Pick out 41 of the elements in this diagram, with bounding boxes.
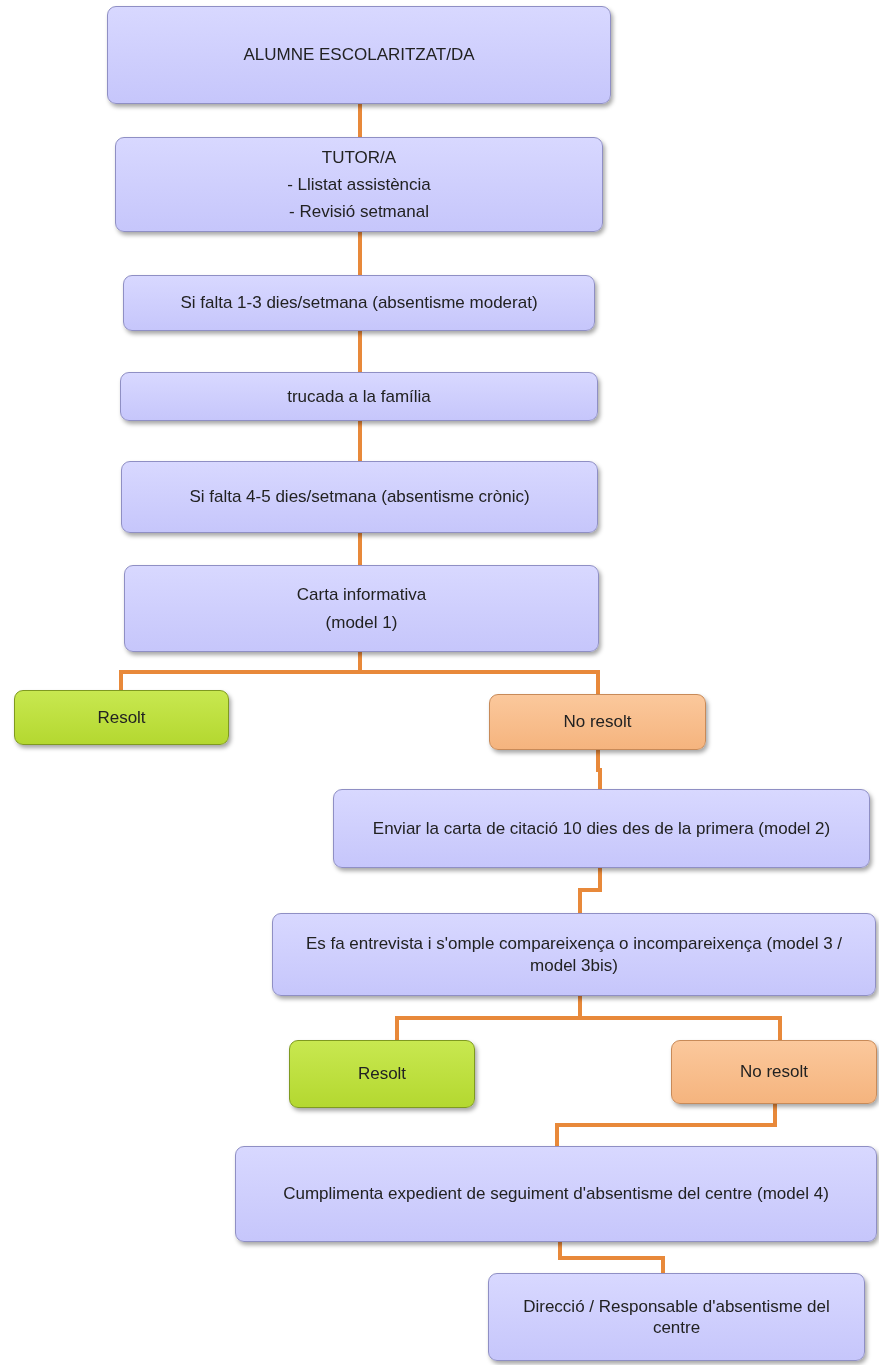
box-label: Si falta 4-5 dies/setmana (absentisme crònic) [189,486,530,508]
process-box [115,137,603,232]
process-box [671,1040,877,1104]
box-label: - Revisió setmanal [289,201,429,223]
box-label: Cumplimenta expedient de seguiment d'absentisme del centre (model 4) [283,1183,829,1205]
box-label: ALUMNE ESCOLARITZAT/DA [243,44,475,66]
box-label: TUTOR/A [321,146,397,168]
box-label: Direcció / Responsable d'absentisme del centre [522,1295,831,1339]
process-box [272,913,876,996]
process-box [107,6,611,104]
connector-line [578,868,602,913]
box-label: trucada a la família [287,385,431,408]
process-box [120,372,598,421]
process-box [14,690,229,745]
connector-line [358,331,362,372]
process-box [123,275,595,331]
connector-line [558,1242,665,1273]
connector-line [358,104,362,137]
process-box [333,789,870,868]
box-label: Resolt [97,706,146,729]
box-label: Carta informativa [296,584,427,606]
connector-line [358,533,362,565]
connector-line [596,750,602,789]
box-label: - Llistat assistència [287,173,431,196]
connector-line [358,232,362,275]
box-label: Resolt [357,1063,407,1085]
box-label: No resolt [563,711,632,733]
box-label: No resolt [740,1061,808,1083]
process-box [488,1273,865,1361]
connector-line [358,421,362,461]
connector-line [555,1104,777,1146]
box-label: (model 1) [325,611,398,633]
connector-line [578,996,782,1040]
process-box [124,565,599,652]
process-box [121,461,598,533]
process-box [289,1040,475,1108]
box-label: Enviar la carta de citació 10 dies des de la primera (model 2) [372,817,831,840]
process-box [489,694,706,750]
box-label: Si falta 1-3 dies/setmana (absentisme moderat) [180,292,538,314]
box-label: Es fa entrevista i s'omple compareixença o incompareixença (model 3 / model 3bis) [304,933,844,976]
process-box [235,1146,877,1242]
